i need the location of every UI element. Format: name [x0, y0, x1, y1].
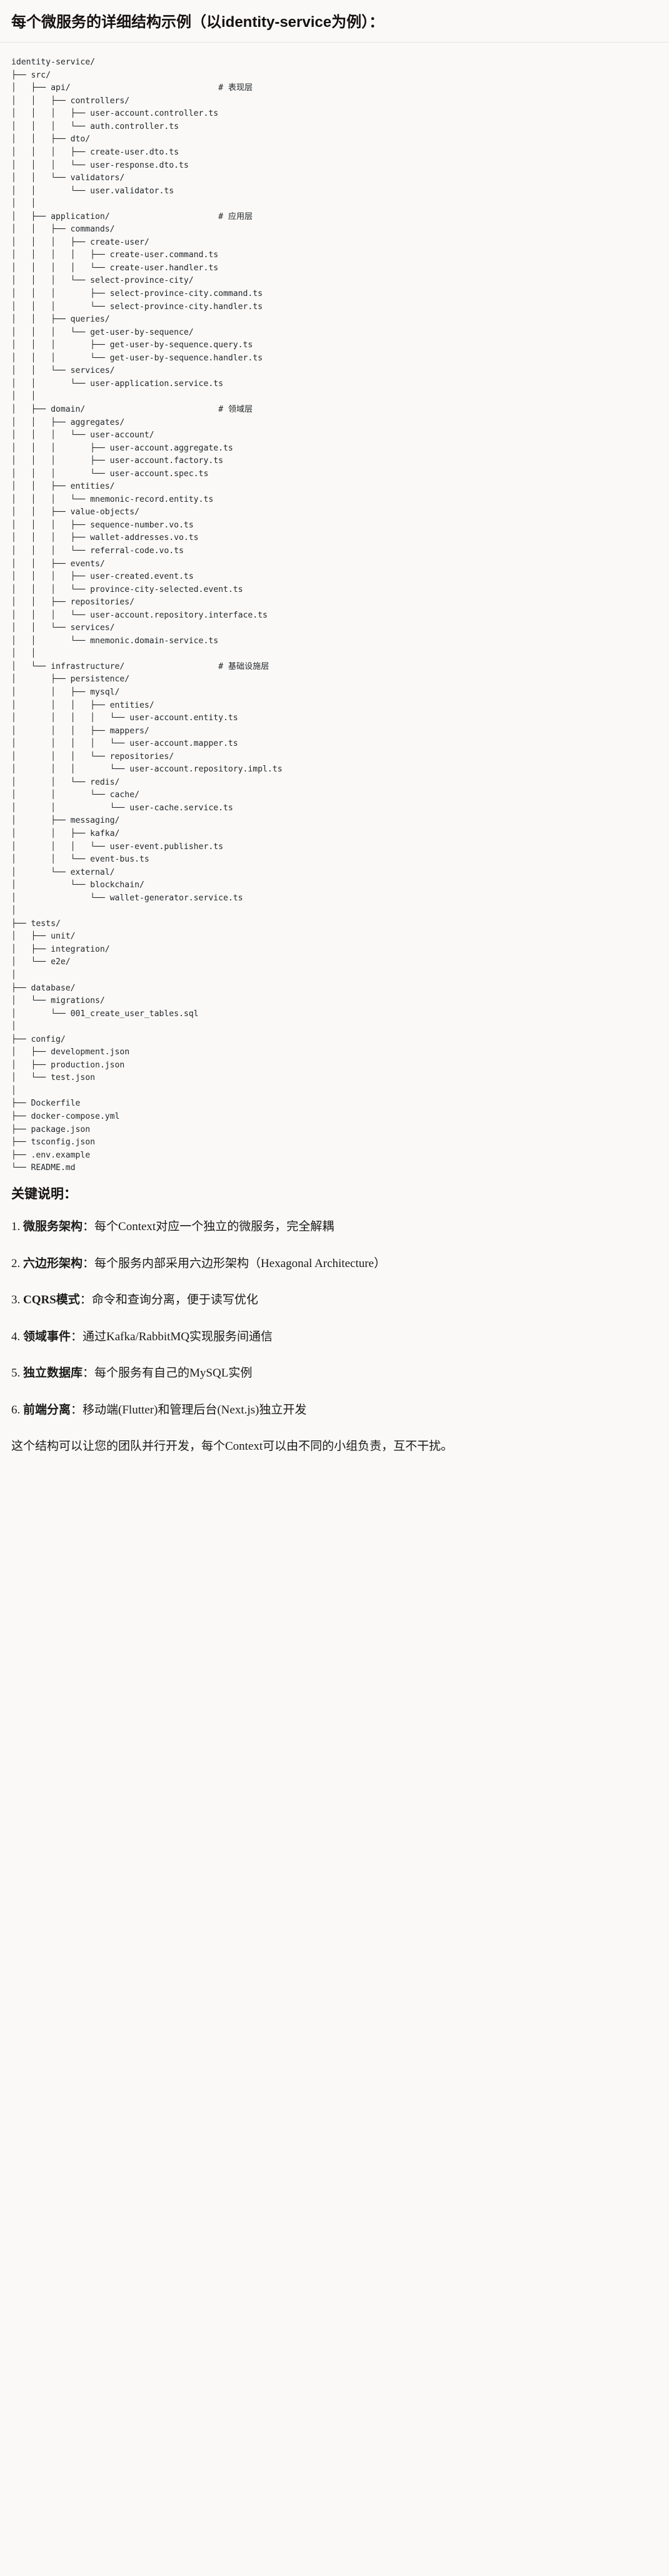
key-note-description: 每个服务有自己的MySQL实例 — [94, 1367, 253, 1380]
key-note-description: 每个服务内部采用六边形架构（Hexagonal Architecture） — [94, 1256, 386, 1270]
closing-paragraph: 这个结构可以让您的团队并行开发，每个Context可以由不同的小组负责，互不干扰… — [11, 1440, 453, 1453]
key-note-item: 3. CQRS模式：命令和查询分离，便于读写优化 — [11, 1291, 658, 1309]
page-header: 每个微服务的详细结构示例（以identity-service为例）： — [0, 0, 669, 43]
key-note-number: 1. — [11, 1219, 21, 1233]
key-note-number: 2. — [11, 1256, 21, 1270]
key-note-item: 6. 前端分离：移动端(Flutter)和管理后台(Next.js)独立开发 — [11, 1402, 658, 1419]
key-note-term: 独立数据库 — [23, 1367, 83, 1380]
key-note-number: 5. — [11, 1367, 21, 1380]
page-title: 每个微服务的详细结构示例（以identity-service为例）： — [11, 14, 385, 31]
key-note-separator: ： — [79, 1293, 92, 1307]
key-note-separator: ： — [71, 1330, 83, 1343]
key-note-description: 移动端(Flutter)和管理后台(Next.js)独立开发 — [83, 1403, 307, 1417]
key-note-term: 六边形架构 — [23, 1256, 83, 1270]
key-note-separator: ： — [83, 1256, 95, 1270]
key-note-separator: ： — [71, 1403, 83, 1417]
key-note-description: 通过Kafka/RabbitMQ实现服务间通信 — [83, 1330, 273, 1343]
key-notes-heading: 关键说明： — [11, 1186, 77, 1201]
key-note-item: 4. 领域事件：通过Kafka/RabbitMQ实现服务间通信 — [11, 1328, 658, 1346]
key-note-term: CQRS模式 — [23, 1293, 80, 1307]
key-note-number: 3. — [11, 1293, 21, 1307]
key-note-number: 4. — [11, 1330, 21, 1343]
directory-tree-block: identity-service/ ├── src/ │ ├── api/ # … — [0, 43, 669, 1184]
key-note-item: 2. 六边形架构：每个服务内部采用六边形架构（Hexagonal Archite… — [11, 1255, 658, 1273]
directory-tree-text: identity-service/ ├── src/ │ ├── api/ # … — [11, 58, 283, 1173]
key-note-term: 前端分离 — [23, 1403, 71, 1417]
key-note-item: 5. 独立数据库：每个服务有自己的MySQL实例 — [11, 1365, 658, 1382]
key-note-number: 6. — [11, 1403, 21, 1417]
key-note-term: 微服务架构 — [23, 1219, 83, 1233]
key-note-item: 1. 微服务架构：每个Context对应一个独立的微服务，完全解耦 — [11, 1218, 658, 1236]
key-note-term: 领域事件 — [23, 1330, 71, 1343]
key-note-description: 每个Context对应一个独立的微服务，完全解耦 — [94, 1219, 334, 1233]
key-note-separator: ： — [83, 1219, 95, 1233]
key-note-description: 命令和查询分离，便于读写优化 — [91, 1293, 258, 1307]
key-note-separator: ： — [83, 1367, 95, 1380]
